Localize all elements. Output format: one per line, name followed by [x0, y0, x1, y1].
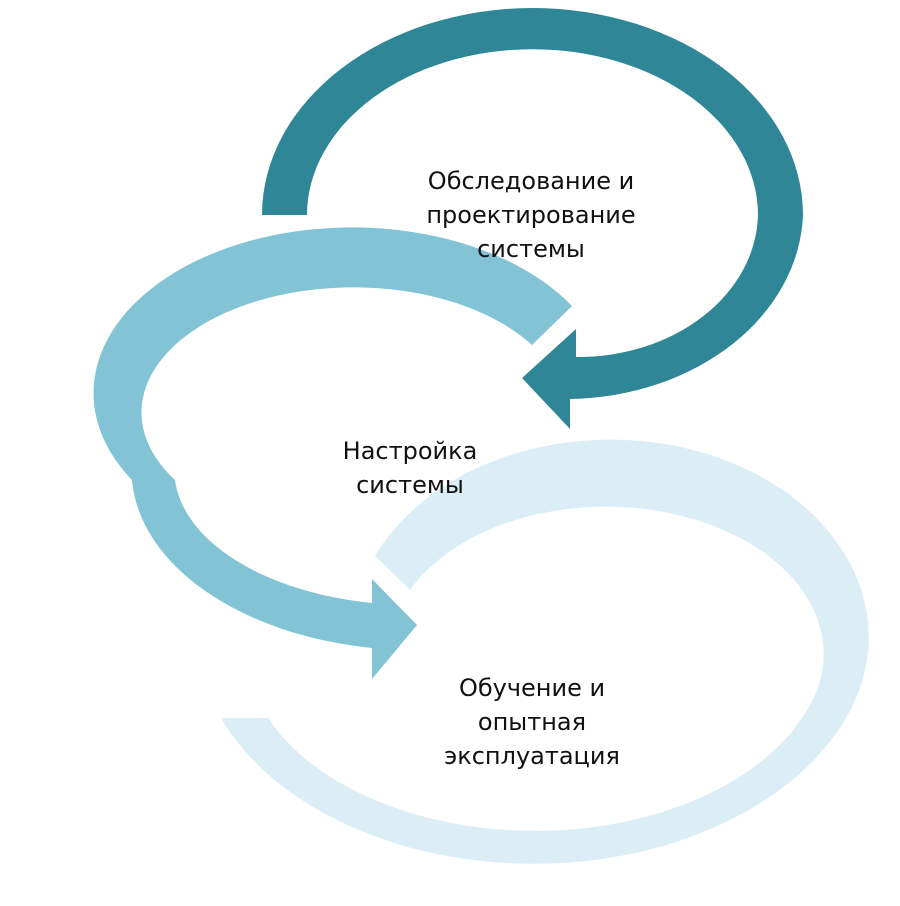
stage-1-label: Обследование и проектирование системы: [426, 167, 636, 263]
stage-3-label: Обучение и опытная эксплуатация: [444, 674, 620, 770]
stage-3-arrow: [221, 439, 869, 864]
stage-2-label: Настройка системы: [342, 437, 478, 499]
stage-2-arrow: [93, 227, 573, 680]
